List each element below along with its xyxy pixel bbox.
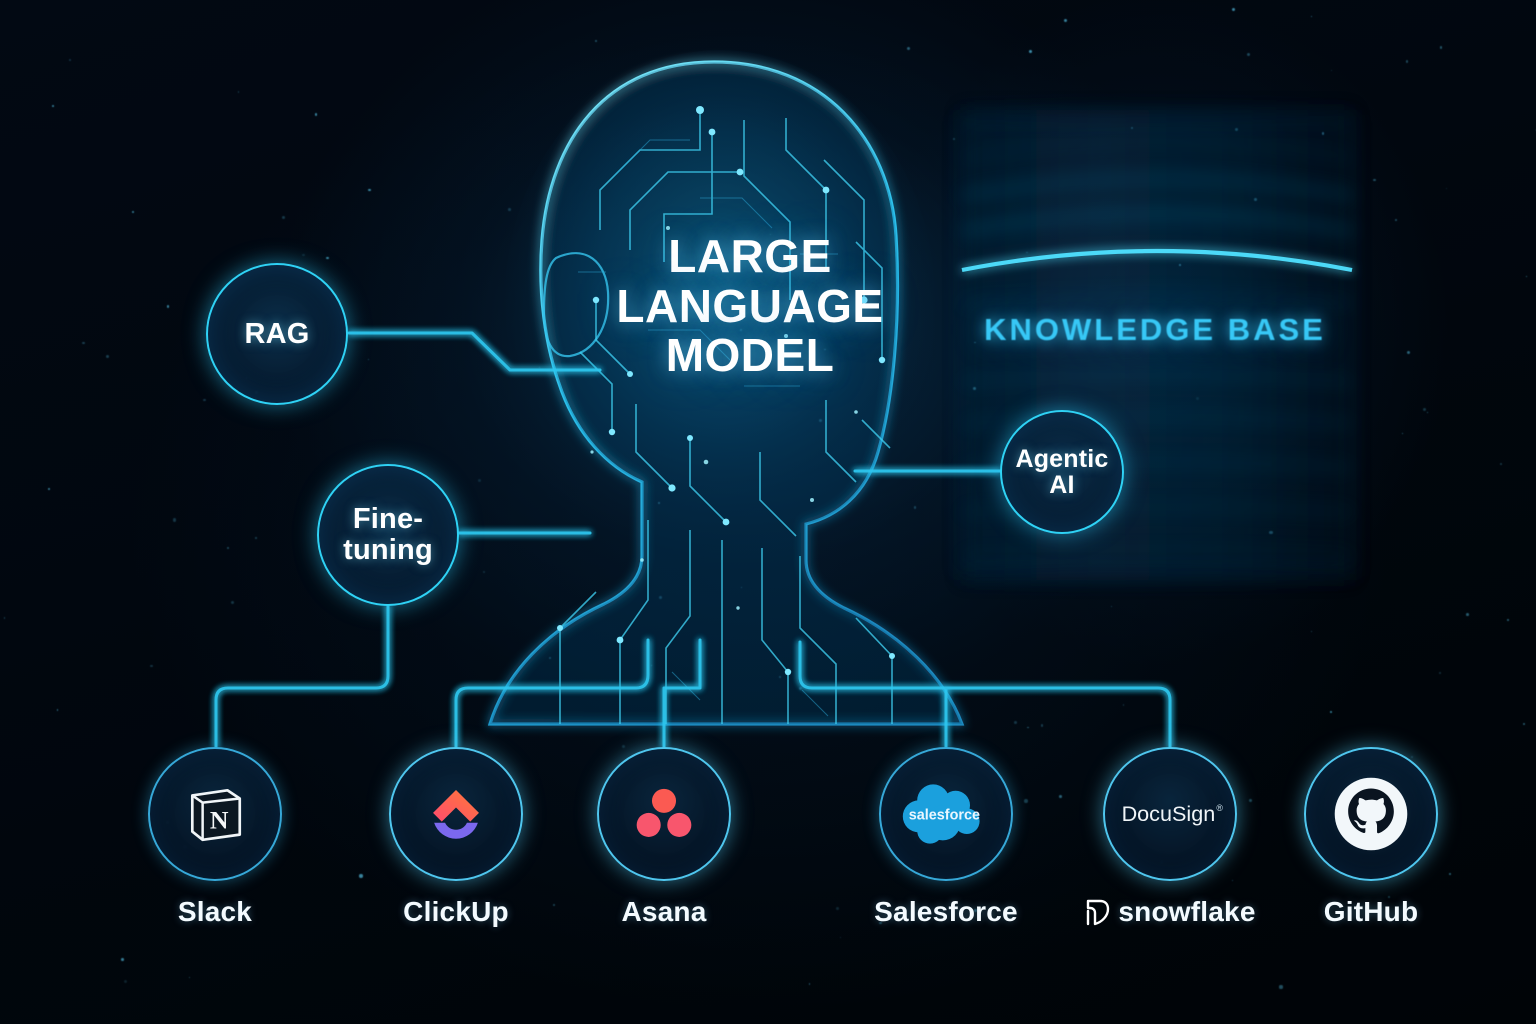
integration-caption-snowflake: snowflake [1060, 896, 1280, 928]
node-agentic-ai[interactable]: Agentic AI [1000, 410, 1124, 534]
integration-caption-slack: Slack [115, 896, 315, 928]
integration-caption-github-text: GitHub [1323, 896, 1419, 927]
snowflake-mark-icon [1087, 899, 1110, 926]
llm-title: LARGE LANGUAGE MODEL [600, 230, 900, 382]
integration-caption-clickup: ClickUp [356, 896, 556, 928]
integration-node-salesforce[interactable]: salesforce [879, 747, 1013, 881]
svg-text:salesforce: salesforce [909, 808, 980, 824]
docusign-logo-icon: DocuSign ® [1122, 801, 1224, 826]
integration-node-slack[interactable]: N [148, 747, 282, 881]
svg-text:DocuSign: DocuSign [1122, 801, 1216, 826]
integration-node-asana[interactable] [597, 747, 731, 881]
knowledge-base-label: KNOWLEDGE BASE [984, 312, 1326, 347]
github-logo-icon [1334, 777, 1408, 851]
llm-title-line-1: LARGE [668, 230, 832, 282]
node-fine-tuning[interactable]: Fine- tuning [317, 464, 459, 606]
integration-caption-clickup-text: ClickUp [403, 896, 509, 927]
node-fine-tuning-line-2: tuning [343, 534, 433, 566]
svg-text:®: ® [1216, 803, 1223, 813]
integration-caption-snowflake-text: snowflake [1118, 896, 1256, 927]
node-fine-tuning-label: Fine- tuning [343, 504, 433, 565]
connector-finetuning-bus [214, 604, 390, 749]
integration-caption-salesforce-text: Salesforce [874, 896, 1018, 927]
connector-asana [662, 638, 702, 749]
connector-rag [347, 331, 602, 372]
llm-title-line-2: LANGUAGE [616, 279, 884, 332]
node-fine-tuning-line-1: Fine- [352, 503, 424, 536]
asana-logo-icon [636, 788, 692, 837]
integration-node-snowflake[interactable]: DocuSign ® [1103, 747, 1237, 881]
integration-node-clickup[interactable] [389, 747, 523, 881]
salesforce-logo-icon: salesforce [902, 784, 980, 844]
notion-logo-icon: N [190, 788, 242, 842]
integration-caption-github: GitHub [1271, 896, 1471, 928]
connector-right-bus [798, 640, 1172, 749]
integration-caption-asana: Asana [564, 896, 764, 928]
node-agentic-ai-line-1: Agentic [1015, 444, 1109, 473]
integration-node-github[interactable] [1304, 747, 1438, 881]
node-agentic-ai-line-2: AI [1049, 471, 1075, 499]
clickup-logo-icon [433, 789, 479, 839]
node-agentic-ai-label: Agentic AI [1015, 444, 1109, 499]
connector-clickup [454, 638, 650, 749]
node-rag[interactable]: RAG [206, 263, 348, 405]
integration-caption-slack-text: Slack [177, 896, 253, 927]
llm-title-line-3: MODEL [665, 329, 835, 382]
integration-caption-salesforce: Salesforce [836, 896, 1056, 928]
svg-text:N: N [210, 805, 229, 834]
integration-caption-asana-text: Asana [621, 896, 707, 927]
node-rag-label: RAG [244, 317, 310, 350]
